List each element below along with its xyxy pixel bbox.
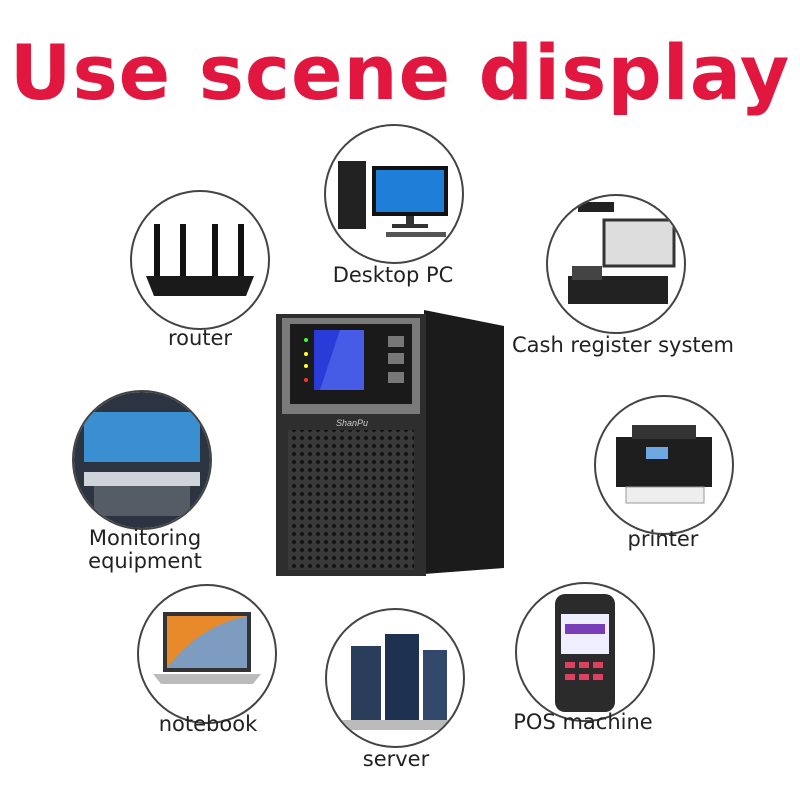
monitoring-equipment-label: Monitoring equipment (88, 526, 202, 573)
monitoring-equipment-image (72, 390, 212, 530)
cash-register-image (546, 194, 686, 334)
printer-image (594, 395, 734, 535)
printer-label: printer (627, 527, 699, 551)
cash-register-label: Cash register system (511, 333, 735, 357)
notebook-label: notebook (158, 712, 258, 736)
pos-machine-image (515, 582, 655, 722)
desktop-pc-label: Desktop PC (332, 263, 454, 287)
server-image (325, 608, 465, 748)
ups-product-image: ShanPu (274, 306, 508, 578)
page-title: Use scene display (9, 28, 791, 117)
router-image (130, 190, 270, 330)
brand-logo: ShanPu (336, 418, 368, 428)
server-label: server (362, 747, 430, 771)
desktop-pc-image (324, 124, 464, 264)
router-label: router (167, 326, 233, 350)
pos-machine-label: POS machine (513, 710, 653, 734)
notebook-image (137, 584, 277, 724)
